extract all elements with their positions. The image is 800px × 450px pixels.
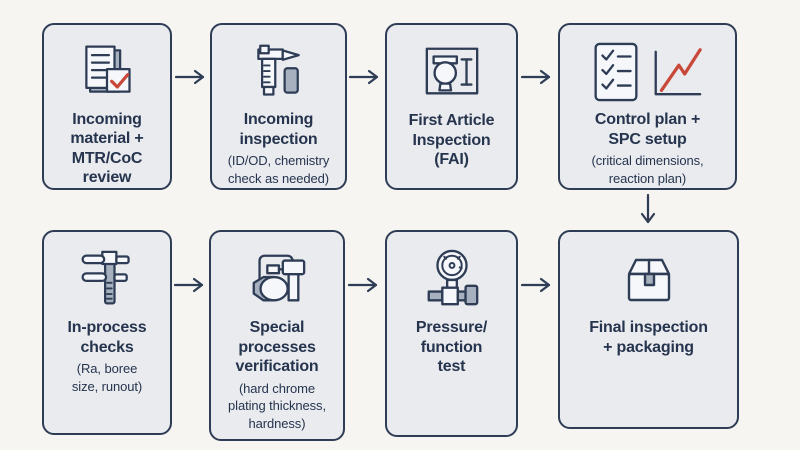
- step-icon-area: [592, 38, 704, 105]
- step-title: Incoming inspection: [239, 111, 318, 148]
- step-title: Pressure/ function test: [415, 319, 488, 376]
- step-icon-area: [246, 245, 308, 313]
- step-subtitle: (hard chrome plating thickness, hardness…: [228, 380, 326, 432]
- step-title: In-process checks: [67, 319, 147, 356]
- arrow-right-icon: [174, 69, 205, 85]
- step-title: First Article Inspection (FAI): [408, 112, 495, 169]
- step-title: Incoming material + MTR/CoC review: [70, 110, 144, 187]
- arrow-right-icon: [520, 69, 551, 85]
- package-box-icon: [627, 258, 670, 302]
- plating-machine-icon: [252, 254, 306, 302]
- step-icon-area: [77, 38, 137, 105]
- step-icon-area: [249, 38, 309, 105]
- step-control-plan-spc: Control plan + SPC setup (critical dimen…: [558, 23, 737, 190]
- step-icon-area: [617, 245, 681, 313]
- part-drawing-icon: [425, 47, 478, 95]
- step-subtitle: (Ra, boree size, runout): [71, 361, 143, 394]
- spc-trend-chart-icon: [654, 47, 702, 95]
- step-pressure-function-test: Pressure/ function test: [385, 230, 518, 437]
- step-title: Control plan + SPC setup: [594, 111, 701, 148]
- step-in-process-checks: In-process checks (Ra, boree size, runou…: [42, 230, 172, 435]
- step-icon-area: [421, 245, 483, 313]
- documents-checkmark-icon: [85, 45, 131, 94]
- arrow-right-icon: [348, 69, 379, 85]
- checklist-icon: [593, 42, 638, 101]
- arrow-right-icon: [520, 277, 551, 293]
- step-subtitle: (ID/OD, chemistry check as needed): [227, 153, 330, 187]
- pressure-gauge-icon: [427, 249, 478, 306]
- arrow-right-icon: [173, 277, 204, 293]
- step-title: Final inspection + packaging: [589, 319, 708, 356]
- arrow-down-icon: [640, 193, 656, 224]
- vernier-caliper-icon: [81, 250, 130, 305]
- step-final-inspection: Final inspection + packaging: [558, 230, 739, 429]
- step-title: Special processes verification: [235, 319, 319, 376]
- step-first-article-inspection: First Article Inspection (FAI): [385, 23, 518, 190]
- step-icon-area: [421, 38, 483, 106]
- step-icon-area: [77, 245, 137, 313]
- step-special-processes: Special processes verification (hard chr…: [209, 230, 345, 441]
- arrow-right-icon: [347, 277, 378, 293]
- step-incoming-inspection: Incoming inspection (ID/OD, chemistry ch…: [210, 23, 347, 190]
- step-subtitle: (critical dimensions, reaction plan): [591, 153, 704, 187]
- caliper-and-part-icon: [256, 44, 300, 96]
- step-incoming-material: Incoming material + MTR/CoC review: [42, 23, 172, 190]
